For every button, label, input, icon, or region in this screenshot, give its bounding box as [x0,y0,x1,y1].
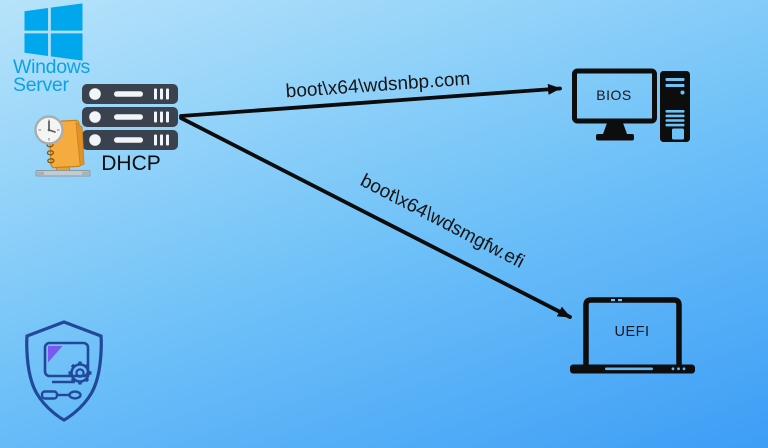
dhcp-folder-clock-icon [34,115,91,177]
arrow-dhcp-to-bios [179,83,562,118]
laptop-icon [570,297,695,374]
windows-logo-icon [24,3,83,61]
brand-line-server: Server [13,74,69,96]
brand-line-windows: Windows [13,56,91,78]
bios-client-label: BIOS [596,87,632,103]
shield-computer-repair-icon [25,320,103,422]
desktop-computer-icon [572,68,690,142]
arrow-dhcp-to-uefi [179,116,572,319]
server-rack-icon [82,84,178,150]
clock-icon [34,115,64,145]
uefi-client-label: UEFI [614,324,650,340]
purple-accent-triangle [48,346,63,363]
dhcp-server-label: DHCP [101,152,161,175]
brand-wordmark: Windows Server [13,56,91,96]
